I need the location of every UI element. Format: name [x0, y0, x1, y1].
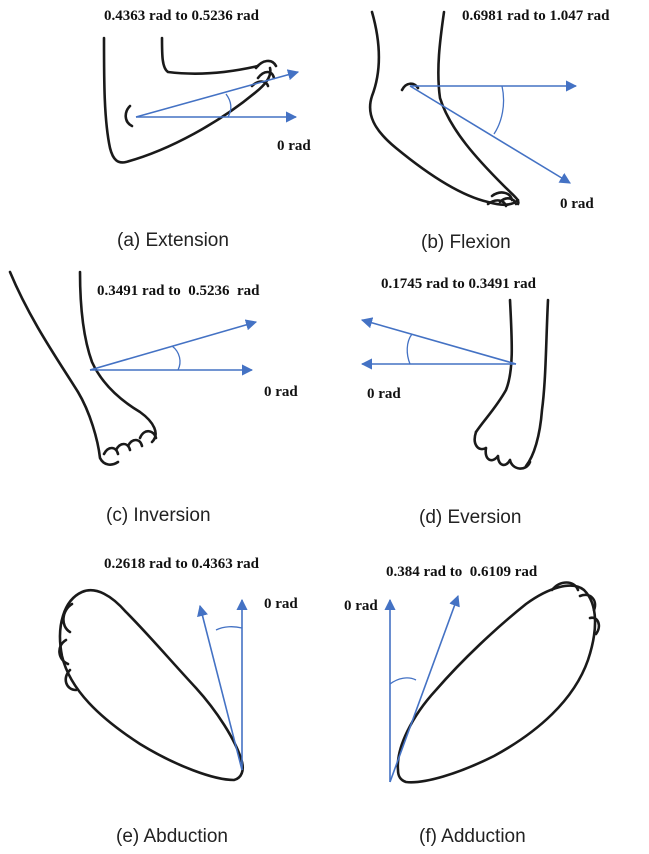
caption-e: (e) Abduction	[116, 826, 228, 848]
zero-label-c: 0 rad	[264, 384, 298, 401]
panel-b-flexion-drawing	[370, 12, 576, 206]
arc-d	[407, 334, 412, 364]
arc-f	[390, 678, 416, 684]
zero-label-f: 0 rad	[344, 598, 378, 615]
panel-d-eversion-drawing	[362, 300, 548, 469]
range-label-f: 0.384 rad to 0.6109 rad	[386, 564, 537, 581]
foot-e-outline	[60, 590, 243, 780]
range-label-c: 0.3491 rad to 0.5236 rad	[97, 283, 260, 300]
foot-d-outline-right	[526, 300, 548, 466]
panel-a-extension-drawing	[104, 38, 298, 162]
foot-c-outline	[10, 272, 118, 465]
arrow-d-range	[362, 320, 516, 364]
caption-f: (f) Adduction	[419, 826, 526, 848]
zero-label-e: 0 rad	[264, 596, 298, 613]
caption-b: (b) Flexion	[421, 232, 511, 254]
zero-label-b: 0 rad	[560, 196, 594, 213]
foot-a-outline	[104, 38, 270, 162]
panel-f-adduction-drawing	[390, 583, 599, 783]
foot-a-ankle-mark	[126, 106, 132, 126]
foot-c-toes	[104, 431, 156, 454]
range-label-e: 0.2618 rad to 0.4363 rad	[104, 556, 259, 573]
caption-a: (a) Extension	[117, 230, 229, 252]
panel-c-inversion-drawing	[10, 272, 256, 465]
arc-b	[494, 86, 504, 134]
zero-label-a: 0 rad	[277, 138, 311, 155]
caption-c: (c) Inversion	[106, 505, 211, 527]
arrow-b-range	[410, 86, 570, 183]
arrow-f-range	[390, 596, 458, 782]
foot-d-toes	[475, 432, 530, 469]
foot-b-front	[438, 12, 518, 204]
zero-label-d: 0 rad	[367, 386, 401, 403]
arc-c	[172, 346, 180, 370]
range-label-b: 0.6981 rad to 1.047 rad	[462, 8, 610, 25]
range-label-a: 0.4363 rad to 0.5236 rad	[104, 8, 259, 25]
panel-e-abduction-drawing	[59, 590, 242, 780]
foot-d-outline-left	[476, 300, 512, 432]
arc-e	[216, 627, 242, 630]
arrow-e-range	[200, 606, 242, 770]
caption-d: (d) Eversion	[419, 507, 521, 529]
arrow-a-range	[136, 72, 298, 117]
foot-f-outline	[398, 586, 595, 783]
foot-a-top-line	[162, 38, 258, 74]
foot-f-toes	[552, 583, 599, 635]
range-label-d: 0.1745 rad to 0.3491 rad	[381, 276, 536, 293]
